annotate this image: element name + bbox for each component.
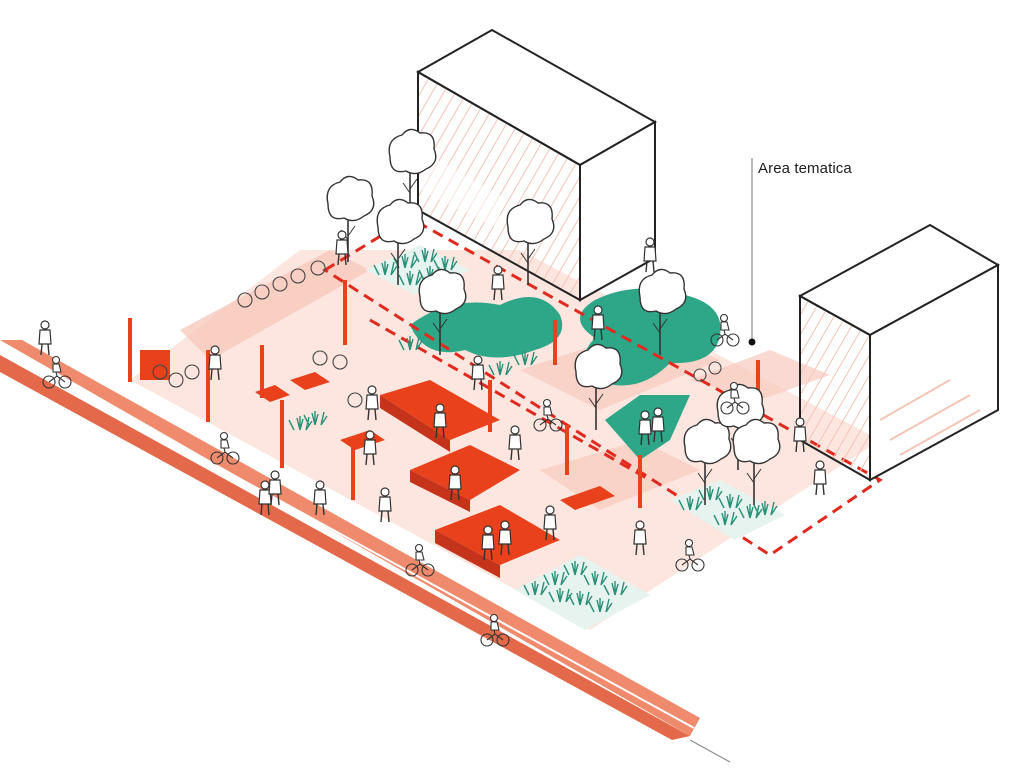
building-right [797, 223, 1001, 482]
red-poles [128, 280, 760, 508]
bike-racks [152, 260, 722, 408]
thematic-area-boundary [322, 216, 883, 557]
area-tematica-label: Area tematica [758, 160, 852, 177]
area-tematica-callout [748, 158, 756, 346]
road-strip [0, 340, 731, 763]
grass-planters [288, 245, 785, 630]
building-left [415, 28, 658, 302]
